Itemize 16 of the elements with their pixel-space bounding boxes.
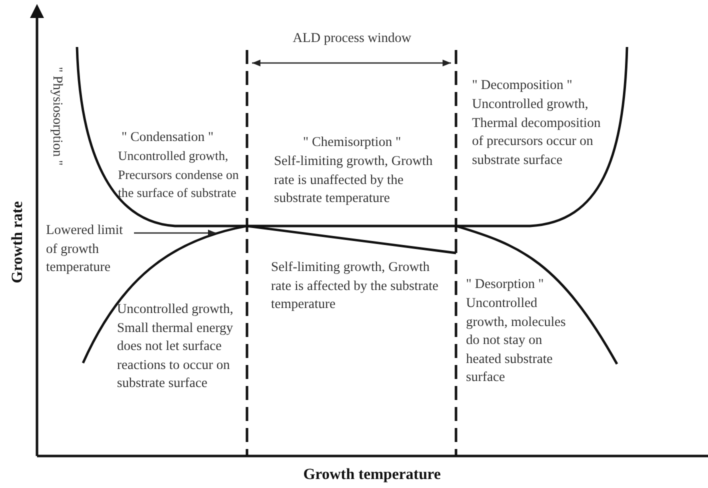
- axis-title: Growth rate: [8, 200, 27, 286]
- description-text: Uncontrolled growth, Thermal decomposition of precursors occur on substrate surface: [472, 95, 602, 168]
- regime-label: " Desorption ": [466, 275, 545, 293]
- region-label: ALD process window: [292, 29, 412, 47]
- description-text: Self-limiting growth, Growth rate is affected by the substrate temperature: [271, 258, 440, 313]
- description-text: Uncontrolled growth, Small thermal energy does not let surface reactions to occur on substrate surface: [117, 300, 234, 392]
- leader-line: [134, 230, 216, 236]
- description-text: Self-limiting growth, Growth rate is unaffected by the substrate temperature: [274, 152, 434, 207]
- regime-label: " Condensation ": [120, 128, 214, 146]
- regime-label: " Decomposition ": [472, 76, 574, 94]
- axis-title: Growth temperature: [302, 466, 442, 484]
- description-text: Uncontrolled growth, Precursors condense on the surface of substrate: [118, 148, 240, 202]
- description-text: Uncontrolled growth, molecules do not stay on heated substrate surface: [466, 294, 567, 386]
- regime-label: " Physiosorption ": [49, 66, 66, 168]
- regime-label: " Chemisorption ": [302, 133, 402, 151]
- annotation-text: Lowered limit of growth temperature: [46, 221, 134, 276]
